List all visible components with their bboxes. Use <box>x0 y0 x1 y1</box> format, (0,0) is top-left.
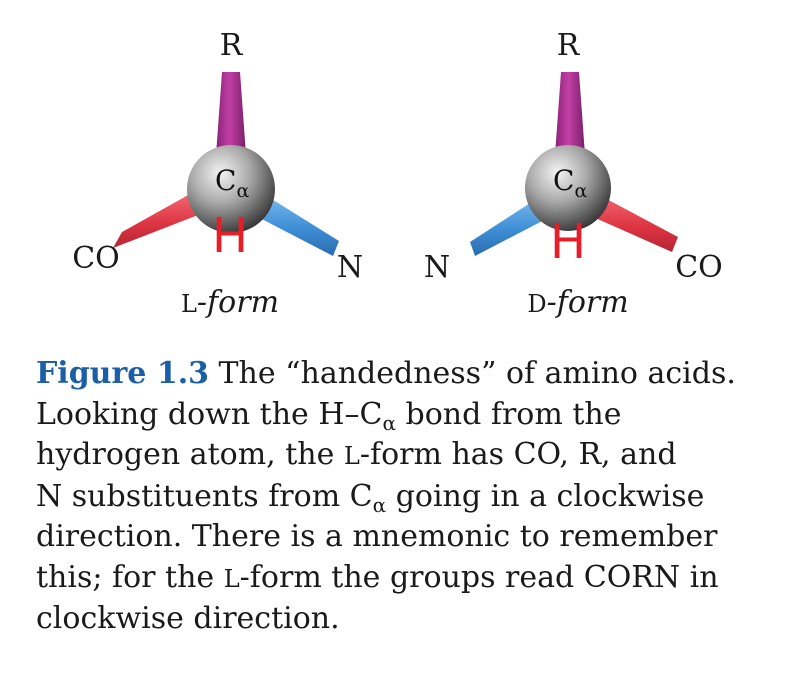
d-form-carbon-alpha-label: Cα <box>553 164 587 202</box>
d-form-r-label: R <box>557 28 581 63</box>
caption-line: Figure 1.3 The “handedness” of amino aci… <box>36 356 736 391</box>
l-form-hydrogen-label: H <box>212 208 248 264</box>
l-form-r-label: R <box>220 28 244 63</box>
caption-line: N substituents from Cα going in a clockw… <box>36 478 705 517</box>
d-form-co-label: CO <box>675 250 723 285</box>
d-form-caption: D-form <box>527 285 628 320</box>
figure-number: Figure 1.3 <box>36 356 210 391</box>
l-form-carbon-alpha-label: Cα <box>215 164 249 202</box>
caption-line: Looking down the H–Cα bond from the <box>36 396 622 435</box>
l-form-r-bond <box>216 72 246 155</box>
l-form-co-bond <box>113 194 198 248</box>
d-form-carbon-alpha-sphere <box>525 145 611 231</box>
l-form-co-label: CO <box>72 241 120 276</box>
l-form-carbon-alpha-sphere <box>187 145 275 233</box>
caption-line: hydrogen atom, the L-form has CO, R, and <box>36 437 677 472</box>
l-form-n-bond <box>254 193 339 256</box>
d-form-n-label: N <box>424 250 450 285</box>
d-form-n-bond <box>470 196 548 256</box>
l-form-caption: L-form <box>181 285 279 320</box>
d-form-hydrogen-label: H <box>550 214 586 270</box>
l-form-n-label: N <box>337 250 363 285</box>
d-form-r-bond <box>555 72 585 155</box>
l-form-molecule: R CO N Cα H L-form <box>72 28 363 320</box>
d-form-molecule: R N CO Cα H D-form <box>424 28 723 320</box>
caption-line: this; for the L-form the groups read COR… <box>36 559 719 595</box>
figure-caption: Figure 1.3 The “handedness” of amino aci… <box>36 354 776 640</box>
caption-line: clockwise direction. <box>36 601 340 636</box>
d-form-co-bond <box>593 196 678 252</box>
amino-acid-handedness-diagram: R CO N Cα H L-form R N CO Cα H D-form <box>72 28 723 320</box>
caption-line: direction. There is a mnemonic to rememb… <box>36 519 718 554</box>
